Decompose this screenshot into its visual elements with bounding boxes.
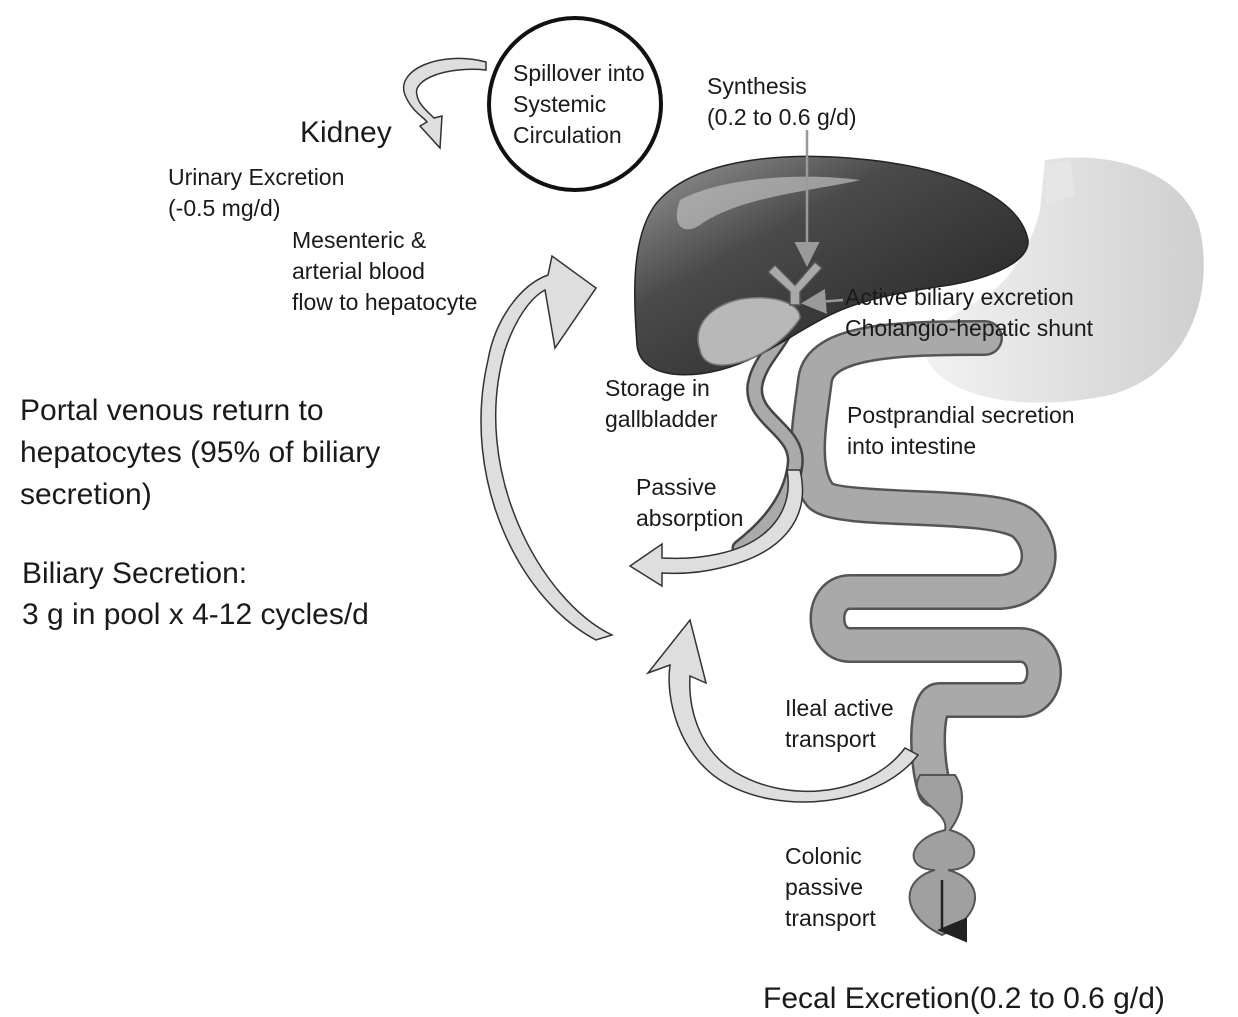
- mesenteric-label: Mesenteric & arterial blood flow to hepa…: [292, 227, 477, 315]
- postprandial-label: Postprandial secretion into intestine: [847, 402, 1081, 459]
- storage-label: Storage in gallbladder: [605, 375, 718, 432]
- biliary-secretion-label: Biliary Secretion: 3 g in pool x 4-12 cy…: [22, 557, 369, 631]
- kidney-arrow: [404, 58, 486, 148]
- ileal-transport-label: Ileal active transport: [785, 695, 900, 752]
- portal-return-arrow: [481, 256, 612, 640]
- kidney-label: Kidney: [300, 116, 392, 149]
- urinary-excretion-label: Urinary Excretion (-0.5 mg/d): [168, 164, 351, 221]
- synthesis-label: Synthesis (0.2 to 0.6 g/d): [707, 73, 857, 130]
- fecal-excretion-label: Fecal Excretion(0.2 to 0.6 g/d): [763, 982, 1165, 1015]
- portal-venous-label: Portal venous return to hepatocytes (95%…: [20, 394, 389, 511]
- colonic-transport-label: Colonic passive transport: [785, 843, 876, 931]
- passive-absorption-label: Passive absorption: [636, 474, 743, 531]
